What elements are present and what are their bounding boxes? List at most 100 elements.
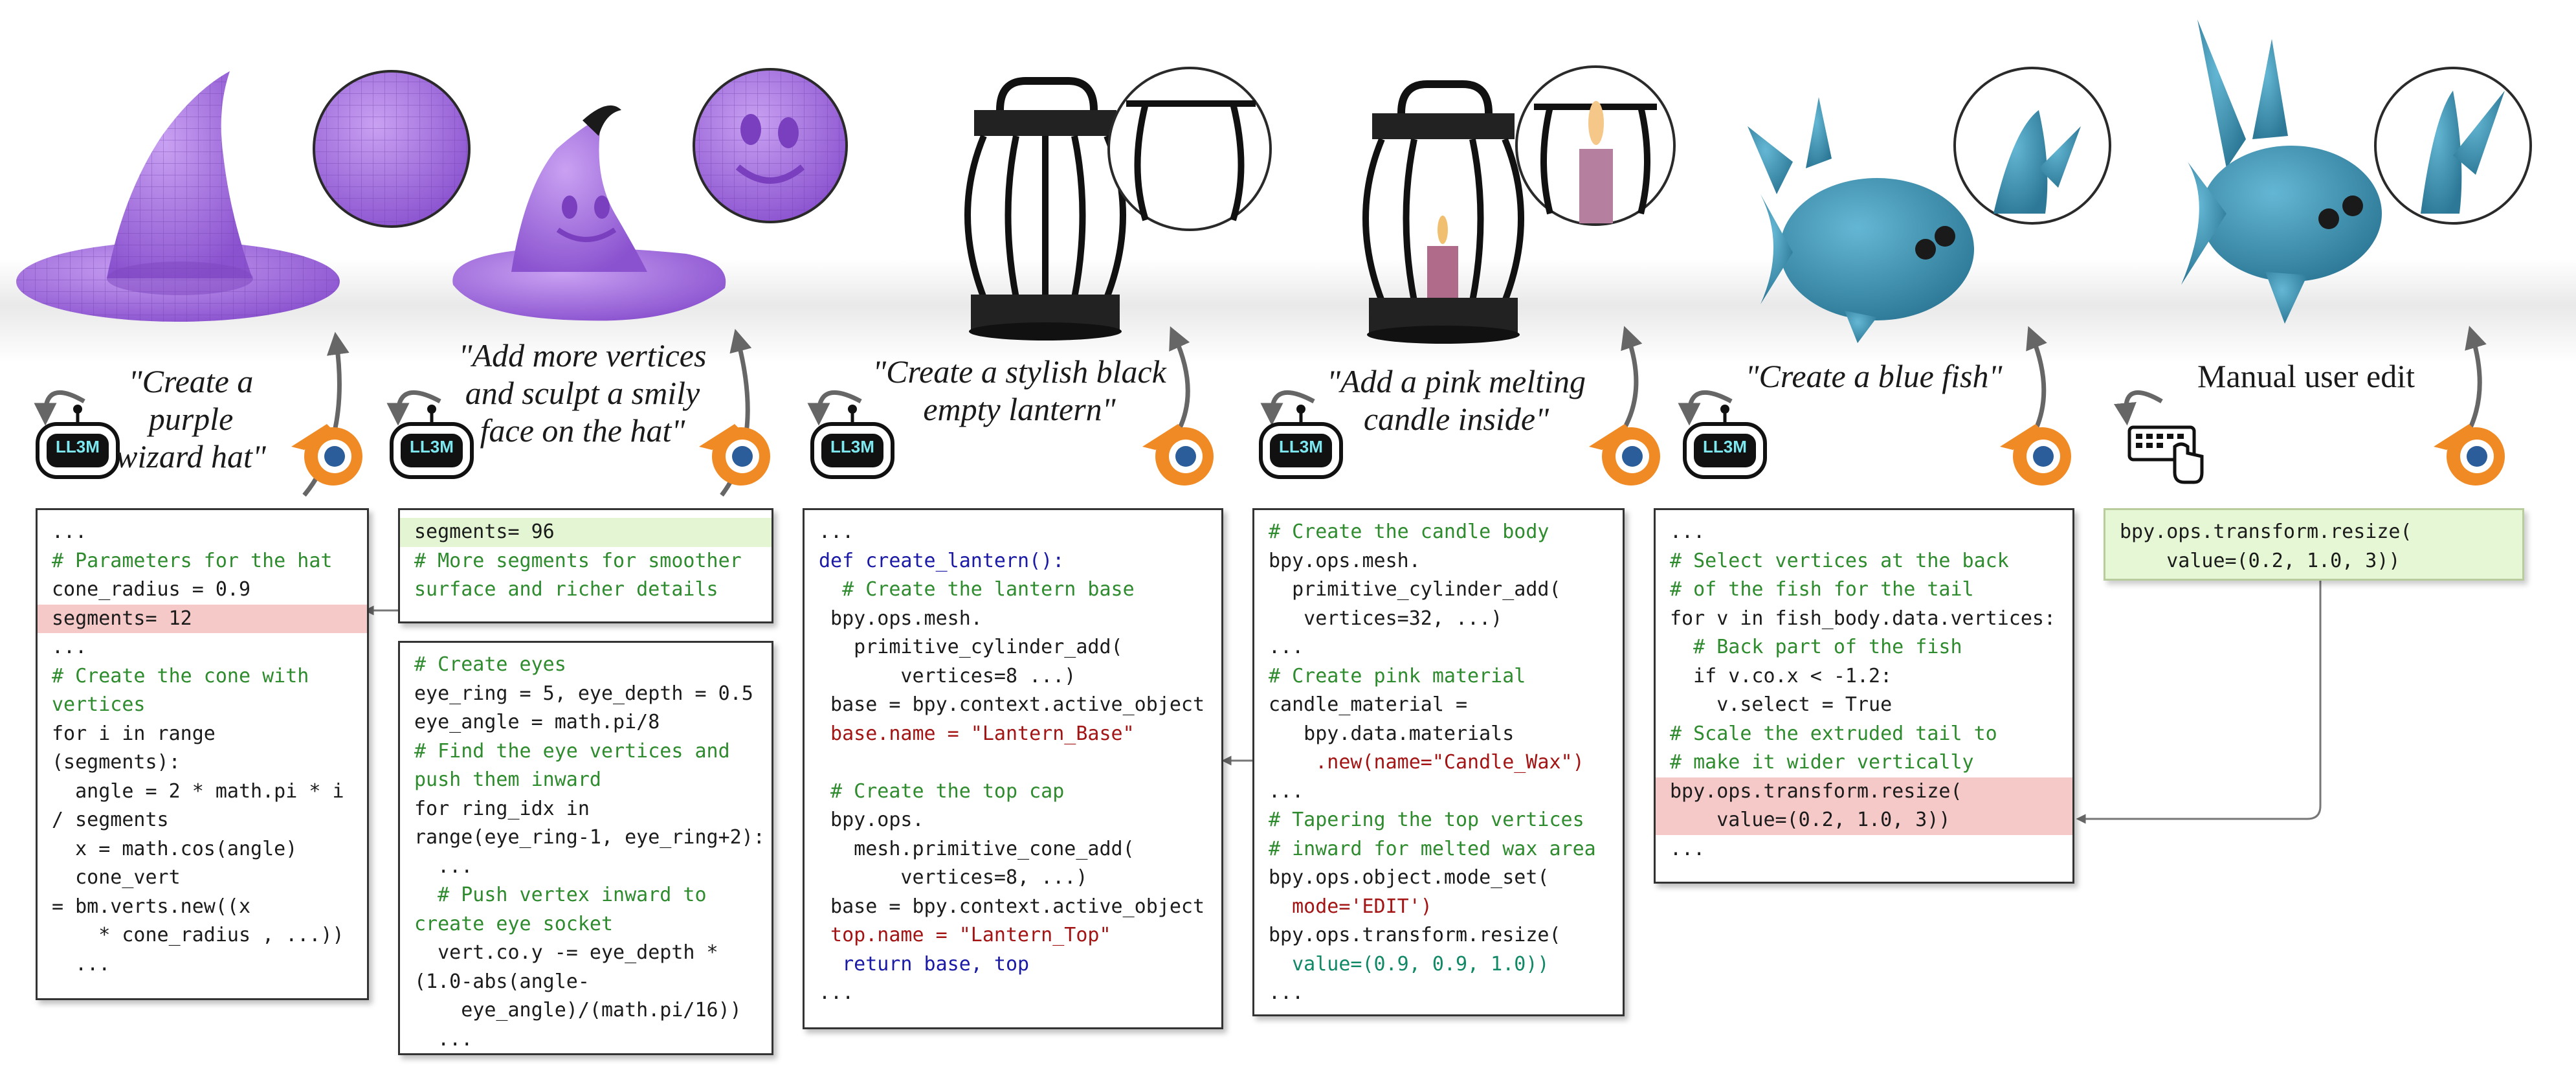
prompt-line: "Create a purple <box>128 363 254 437</box>
code-line: base.name = "Lantern_Base" <box>819 722 1135 745</box>
code-line: bpy.data.materials <box>1269 722 1515 745</box>
edited-tail-closeup <box>2374 67 2532 225</box>
code-line: ... <box>819 520 854 543</box>
code-line: ... <box>1269 981 1304 1004</box>
code-line: eye_angle = math.pi/8 <box>414 711 660 733</box>
code-box-candle: # Create the candle body bpy.ops.mesh. p… <box>1252 508 1625 1016</box>
code-line: ... <box>819 981 854 1004</box>
prompt-line: face on the hat" <box>480 412 685 449</box>
code-box-face: # Create eyes eye_ring = 5, eye_depth = … <box>398 641 773 1055</box>
code-line: surface and richer details <box>414 578 718 601</box>
code-line: push them inward <box>414 768 601 791</box>
agent-label: LL3M <box>1279 437 1323 456</box>
manual-edit-box: bpy.ops.transform.resize( value=(0.2, 1.… <box>2104 508 2524 581</box>
code-line <box>819 748 1207 777</box>
candle-lantern-render <box>1362 80 1524 344</box>
agent-label: LL3M <box>410 437 454 456</box>
code-line: # Create eyes <box>414 653 566 676</box>
code-line: # Back part of the fish <box>1670 636 1962 658</box>
code-line: / segments <box>52 809 169 831</box>
code-line: # Push vertex inward to <box>414 884 707 906</box>
deleted-code-line: value=(0.2, 1.0, 3)) <box>1656 806 2072 835</box>
code-line: candle_material = <box>1269 693 1468 716</box>
code-box-fish: ... # Select vertices at the back # of t… <box>1654 508 2074 884</box>
code-line: mode='EDIT') <box>1269 895 1432 918</box>
code-line: # Create the candle body <box>1269 520 1549 543</box>
code-line: value=(0.2, 1.0, 3)) <box>2120 549 2401 572</box>
prompt-lantern: "Create a stylish black empty lantern" <box>861 353 1178 428</box>
code-line: # inward for melted wax area <box>1269 837 1596 860</box>
code-line: value=(0.9, 0.9, 1.0)) <box>1269 952 1549 976</box>
code-line: eye_angle)/(math.pi/16)) <box>414 999 742 1022</box>
code-line: # make it wider vertically <box>1670 751 1974 774</box>
code-line: return base, top <box>819 952 1030 976</box>
code-line: range(eye_ring-1, eye_ring+2): <box>414 826 765 849</box>
code-line: vert.co.y -= eye_depth * <box>414 941 718 964</box>
code-line: base = bpy.context.active_object <box>819 693 1205 716</box>
candle-closeup <box>1515 65 1676 226</box>
code-line: x = math.cos(angle) <box>52 837 298 860</box>
code-line: # Parameters for the hat <box>52 549 333 572</box>
wizard-hat-render <box>16 71 340 322</box>
added-code-line: segments= 96 <box>400 518 772 547</box>
code-line: primitive_cylinder_add( <box>819 636 1123 658</box>
code-line: vertices=32, ...) <box>1269 607 1503 630</box>
code-line: for i in range <box>52 722 216 745</box>
code-line: (1.0-abs(angle- <box>414 970 590 993</box>
code-line: # Create pink material <box>1269 664 1526 687</box>
blender-logo-icon <box>291 424 2505 486</box>
deleted-code-line: segments= 12 <box>38 604 367 633</box>
smiley-hat-render <box>452 105 726 321</box>
prompt-line: "Add more vertices <box>458 337 707 374</box>
keyboard-hand-icon <box>2127 425 2204 484</box>
prompt-line: empty lantern" <box>923 391 1116 427</box>
code-line: bpy.ops.mesh. <box>1269 549 1421 572</box>
prompt-line: candle inside" <box>1363 401 1549 437</box>
prompt-fish: "Create a blue fish" <box>1735 357 2013 395</box>
code-line: # More segments for smoother <box>414 549 742 572</box>
renders-layer <box>16 19 2532 344</box>
code-line: for ring_idx in <box>414 797 590 820</box>
code-line: # Select vertices at the back <box>1670 549 2009 572</box>
code-line: ... <box>1269 779 1304 803</box>
code-line: * cone_radius , ...)) <box>52 924 344 946</box>
code-box-lantern: ... def create_lantern(): # Create the l… <box>803 508 1223 1029</box>
agent-label: LL3M <box>56 437 100 456</box>
code-line: ... <box>1670 520 1705 543</box>
prompt-line: wizard hat" <box>116 438 266 475</box>
robot-icon <box>36 405 1767 479</box>
code-line: # Find the eye vertices and <box>414 739 730 763</box>
prompt-line: "Add a pink melting <box>1326 363 1586 399</box>
prompt-hat: "Create a purple wizard hat" <box>84 363 298 475</box>
code-line: # Create the lantern base <box>819 578 1135 601</box>
code-line: if v.co.x < -1.2: <box>1670 664 1893 687</box>
code-line: ... <box>52 520 87 543</box>
code-box-hat: ... # Parameters for the hat cone_radius… <box>36 508 369 1000</box>
code-line: eye_ring = 5, eye_depth = 0.5 <box>414 682 753 705</box>
prompt-candle: "Add a pink melting candle inside" <box>1320 363 1592 438</box>
prompt-line: Manual user edit <box>2197 358 2415 394</box>
code-line: primitive_cylinder_add( <box>1269 578 1561 601</box>
code-line: angle = 2 * math.pi * i <box>52 779 344 803</box>
code-line: bpy.ops. <box>819 809 924 831</box>
code-line: .new(name="Candle_Wax") <box>1269 751 1584 774</box>
smiley-face-closeup <box>693 68 848 223</box>
code-line: # of the fish for the tail <box>1670 578 1974 601</box>
code-line: (segments): <box>52 751 181 774</box>
code-line: vertices=8 ...) <box>819 664 1076 687</box>
code-line: bpy.ops.transform.resize( <box>1269 924 1561 946</box>
code-line: vertices=8, ...) <box>819 866 1088 889</box>
prompt-sculpt: "Add more vertices and sculpt a smily fa… <box>453 337 712 449</box>
code-line: ... <box>1670 837 1705 860</box>
code-line: cone_radius = 0.9 <box>52 578 251 601</box>
code-line: bpy.ops.object.mode_set( <box>1269 866 1549 889</box>
manual-edit-label: Manual user edit <box>2197 357 2456 395</box>
code-line: ... <box>414 1027 473 1051</box>
code-line: # Create the top cap <box>819 779 1065 803</box>
code-line: cone_vert <box>52 866 181 889</box>
edited-fish-render <box>2181 19 2382 324</box>
code-line: bpy.ops.transform.resize( <box>2120 520 2412 543</box>
hat-mesh-closeup <box>313 70 471 228</box>
code-line: mesh.primitive_cone_add( <box>819 837 1135 860</box>
